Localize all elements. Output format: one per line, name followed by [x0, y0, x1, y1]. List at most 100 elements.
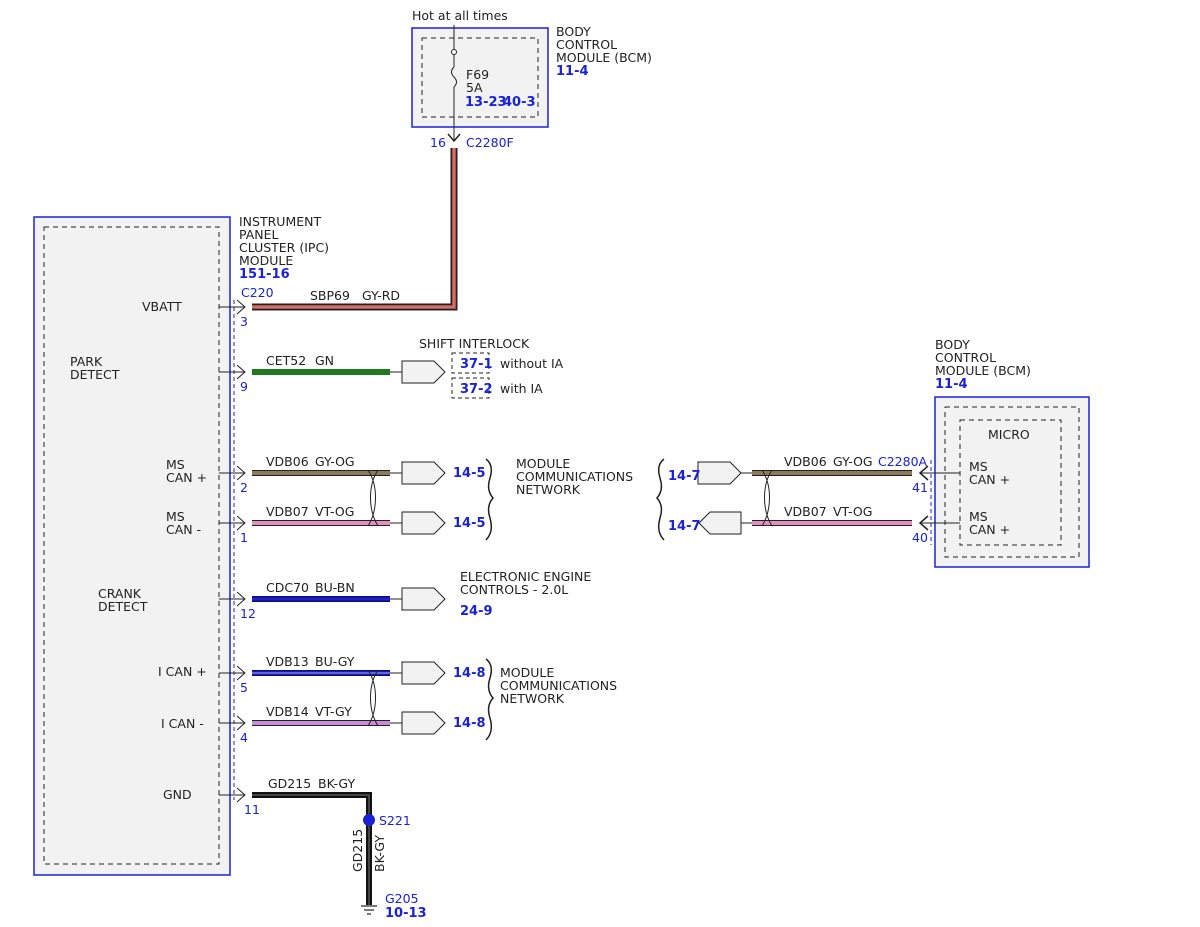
i-can-minus-connector-icon — [401, 711, 446, 735]
wire-gd215-color: BK-GY — [318, 776, 355, 791]
wire-vdb14-circuit: VDB14 — [266, 704, 309, 719]
eec-label-1: ELECTRONIC ENGINE — [460, 569, 591, 584]
fuse-name: F69 — [466, 67, 489, 82]
signal-park-detect-1: PARK — [70, 354, 103, 369]
ms-can-minus-connector-icon — [401, 511, 446, 535]
signal-ms-can-minus-2: CAN - — [166, 522, 201, 537]
wire-sbp69-pin: 3 — [240, 314, 248, 329]
wire-cet52-circuit: CET52 — [266, 353, 306, 368]
shift-interlock-ref-with-link[interactable]: 37-2 — [460, 382, 493, 397]
wire-gd215-circuit-vertical: GD215 — [350, 829, 365, 872]
wire-vdb06-pin: 2 — [240, 480, 248, 495]
wire-vdb13-color: BU-GY — [315, 654, 355, 669]
right-brace-icon — [485, 658, 494, 741]
bcm-right-plus-connector-icon — [697, 461, 742, 485]
bcm-right-signal-minus-1: MS — [969, 509, 988, 524]
eec-label-2: CONTROLS - 2.0L — [460, 582, 568, 597]
wire-gd215: GD215 BK-GY 11 GD215 BK-GY — [244, 776, 387, 905]
fuse-terminal-icon — [451, 49, 457, 55]
bcm-top-connector: C2280F — [466, 135, 514, 150]
wire-vdb14: VDB14 VT-GY 4 — [240, 704, 446, 745]
bcm-right-ref-minus-link[interactable]: 14-7 — [668, 519, 701, 534]
i-network-label-3: NETWORK — [500, 691, 565, 706]
wire-vdb06-color: GY-OG — [315, 454, 355, 469]
i-network-ref-minus-link[interactable]: 14-8 — [453, 716, 486, 731]
connector-arrow-icon — [447, 133, 461, 143]
wire-vdb13-pin: 5 — [240, 680, 248, 695]
wire-cet52: CET52 GN 9 — [240, 353, 446, 394]
wire-vdb14-pin: 4 — [240, 730, 248, 745]
eec-connector-icon — [401, 587, 446, 611]
bcm-right-ref-link[interactable]: 11-4 — [935, 377, 968, 392]
wire-right-vdb07: VDB07 VT-OG 40 — [698, 504, 960, 545]
splice-name: S221 — [379, 813, 411, 828]
signal-i-can-minus: I CAN - — [161, 716, 204, 731]
shift-interlock-ref-without-link[interactable]: 37-1 — [460, 357, 493, 372]
ms-network-ref-minus-link[interactable]: 14-5 — [453, 516, 486, 531]
ipc-module: INSTRUMENT PANEL CLUSTER (IPC) MODULE 15… — [33, 214, 329, 876]
wire-cdc70-pin: 12 — [240, 606, 256, 621]
signal-ms-can-minus-1: MS — [166, 509, 185, 524]
i-network-ref-plus-link[interactable]: 14-8 — [453, 666, 486, 681]
bcm-right-module: BODY CONTROL MODULE (BCM) 11-4 MICRO MS … — [878, 337, 1090, 568]
bcm-top-module: Hot at all times F69 5A 13-23 40-3 BODY … — [411, 8, 652, 150]
bcm-top-pin: 16 — [430, 135, 446, 150]
wire-vdb13-circuit: VDB13 — [266, 654, 309, 669]
ms-network-ref-plus-link[interactable]: 14-5 — [453, 466, 486, 481]
i-can-plus-connector-icon — [401, 661, 446, 685]
wire-vdb06: VDB06 GY-OG 2 — [240, 454, 446, 495]
eec-label: ELECTRONIC ENGINE CONTROLS - 2.0L 24-9 — [460, 569, 591, 619]
wire-right-vdb06: VDB06 GY-OG 41 — [697, 454, 960, 495]
fuse-rating: 5A — [466, 80, 483, 95]
ms-network-label-1: MODULE — [516, 456, 570, 471]
fuse-ref-link-2[interactable]: 40-3 — [503, 95, 536, 110]
wire-right-vdb06-pin: 41 — [912, 480, 928, 495]
bcm-right-outer-box — [934, 396, 1090, 568]
right-brace-icon — [485, 458, 494, 541]
bcm-right-title-3: MODULE (BCM) — [935, 363, 1031, 378]
wire-vdb07-circuit: VDB07 — [266, 504, 309, 519]
wire-cet52-color: GN — [315, 353, 334, 368]
twisted-pair-icon — [761, 469, 773, 527]
ms-network-label-2: COMMUNICATIONS — [516, 469, 633, 484]
wire-vdb07-pin: 1 — [240, 530, 248, 545]
left-brace-icon — [656, 458, 665, 541]
ipc-ref-link[interactable]: 151-16 — [239, 267, 290, 282]
bcm-top-ref-link[interactable]: 11-4 — [556, 64, 589, 79]
bcm-top-outer-box — [411, 27, 549, 128]
ipc-connector: C220 — [241, 285, 274, 300]
ground-ref-link[interactable]: 10-13 — [385, 906, 427, 921]
bcm-right-signal-minus-2: CAN + — [969, 522, 1010, 537]
ipc-outer-box — [33, 216, 231, 876]
ipc-title-2: PANEL — [239, 227, 279, 242]
shift-interlock-title: SHIFT INTERLOCK — [419, 336, 530, 351]
signal-park-detect-2: DETECT — [70, 367, 120, 382]
eec-ref-link[interactable]: 24-9 — [460, 604, 493, 619]
bcm-top-title-2: CONTROL — [556, 37, 617, 52]
hot-at-all-times-label: Hot at all times — [412, 8, 508, 23]
bcm-right-ref-plus-link[interactable]: 14-7 — [668, 469, 701, 484]
i-network-label-1: MODULE — [500, 665, 554, 680]
ground-icon — [361, 905, 377, 915]
ms-can-plus-connector-icon — [401, 461, 446, 485]
twisted-pair-icon — [367, 469, 379, 527]
micro-box — [959, 419, 1062, 546]
ipc-inner-box — [43, 226, 220, 865]
bcm-right-inner-box — [944, 406, 1080, 558]
wire-sbp69-color: GY-RD — [362, 288, 400, 303]
signal-vbatt: VBATT — [142, 299, 182, 314]
signal-crank-detect-2: DETECT — [98, 599, 148, 614]
splice-dot-icon — [363, 814, 375, 826]
wire-sbp69-circuit: SBP69 — [310, 288, 350, 303]
ipc-pin-stubs — [219, 299, 246, 803]
wire-gd215-circuit: GD215 — [268, 776, 311, 791]
ipc-title-3: CLUSTER (IPC) — [239, 240, 329, 255]
fuse-icon — [451, 66, 457, 88]
wire-cdc70-color: BU-BN — [315, 580, 355, 595]
bcm-right-signal-plus-1: MS — [969, 459, 988, 474]
fuse-ref-link-1[interactable]: 13-23 — [465, 95, 507, 110]
wire-right-vdb06-circuit: VDB06 — [784, 454, 827, 469]
bcm-right-connector: C2280A — [878, 454, 928, 469]
signal-gnd: GND — [163, 787, 192, 802]
connector-arrow-icon — [918, 515, 929, 531]
